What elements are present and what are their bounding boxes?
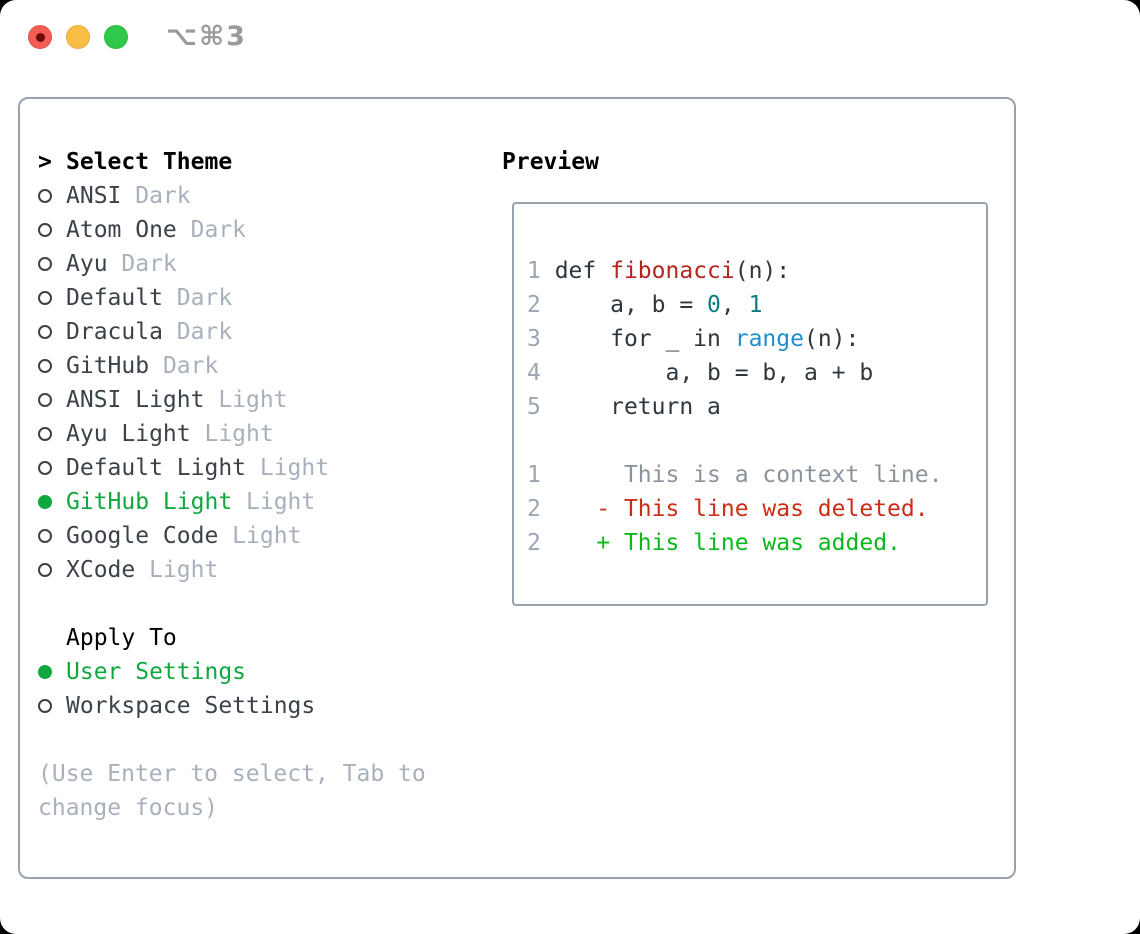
minimize-button[interactable]	[66, 25, 90, 49]
spacer	[38, 587, 488, 621]
option-label: Default	[66, 285, 163, 311]
code-line: 1 def fibonacci(n):	[527, 258, 791, 284]
help-text-line-2: change focus)	[38, 795, 219, 821]
apply-option-user-settings[interactable]: User Settings	[38, 655, 488, 689]
option-label: Google Code	[66, 523, 219, 549]
option-label: ANSI Light	[66, 387, 205, 413]
code-line: 5 return a	[527, 394, 721, 420]
option-variant-label: Light	[246, 455, 330, 481]
radio-unselected-icon	[38, 563, 52, 577]
select-theme-header: Select Theme	[66, 149, 233, 175]
theme-option-ansi-light[interactable]: ANSI Light Light	[38, 383, 488, 417]
theme-option-github[interactable]: GitHub Dark	[38, 349, 488, 383]
diff-line: 1 This is a context line.	[527, 462, 943, 488]
option-variant-label: Light	[135, 557, 219, 583]
radio-selected-icon	[38, 495, 52, 509]
selection-caret: >	[38, 149, 52, 175]
close-button[interactable]	[28, 25, 52, 49]
apply-to-header-row: Apply To	[38, 621, 488, 655]
radio-unselected-icon	[38, 223, 52, 237]
option-label: User Settings	[66, 659, 247, 685]
code-line: 4 a, b = b, a + b	[527, 360, 874, 386]
zoom-button[interactable]	[104, 25, 128, 49]
option-label: XCode	[66, 557, 136, 583]
line-number: 4	[527, 360, 541, 386]
option-label: ANSI	[66, 183, 122, 209]
spacer	[38, 723, 488, 757]
radio-unselected-icon	[38, 699, 52, 713]
radio-unselected-icon	[38, 359, 52, 373]
title-bar: ⌥⌘3	[0, 0, 1140, 80]
preview-box: 1 def fibonacci(n): 2 a, b = 0, 1 3 for _ …	[512, 202, 988, 606]
radio-unselected-icon	[38, 325, 52, 339]
line-number: 2	[527, 530, 541, 556]
radio-unselected-icon	[38, 257, 52, 271]
option-variant-label: Dark	[121, 183, 191, 209]
option-label: GitHub	[66, 353, 150, 379]
option-variant-label: Light	[232, 489, 316, 515]
option-label: GitHub Light	[66, 489, 233, 515]
radio-unselected-icon	[38, 393, 52, 407]
radio-unselected-icon	[38, 427, 52, 441]
line-number: 5	[527, 394, 541, 420]
option-label: Workspace Settings	[66, 693, 316, 719]
unsaved-changes-dot-icon	[35, 32, 45, 42]
theme-option-ansi[interactable]: ANSI Dark	[38, 179, 488, 213]
code-line: 3 for _ in range(n):	[527, 326, 860, 352]
option-label: Atom One	[66, 217, 177, 243]
theme-option-ayu-light[interactable]: Ayu Light Light	[38, 417, 488, 451]
option-variant-label: Dark	[162, 319, 233, 345]
theme-option-default[interactable]: Default Dark	[38, 281, 488, 315]
theme-option-xcode[interactable]: XCode Light	[38, 553, 488, 587]
option-label: Ayu	[66, 251, 108, 277]
option-variant-label: Dark	[149, 353, 219, 379]
radio-unselected-icon	[38, 291, 52, 305]
option-variant-label: Dark	[162, 285, 233, 311]
option-variant-label: Light	[190, 421, 274, 447]
option-label: Ayu Light	[66, 421, 191, 447]
diff-line: 2 - This line was deleted.	[527, 496, 929, 522]
option-variant-label: Dark	[107, 251, 177, 277]
apply-option-workspace-settings[interactable]: Workspace Settings	[38, 689, 488, 723]
help-text-line-1: (Use Enter to select, Tab to	[38, 761, 426, 787]
radio-selected-icon	[38, 665, 52, 679]
theme-option-github-light[interactable]: GitHub Light Light	[38, 485, 488, 519]
theme-option-google-code[interactable]: Google Code Light	[38, 519, 488, 553]
line-number: 3	[527, 326, 541, 352]
preview-code: 1 def fibonacci(n): 2 a, b = 0, 1 3 for _ …	[527, 254, 942, 560]
line-number: 2	[527, 496, 541, 522]
radio-unselected-icon	[38, 461, 52, 475]
option-variant-label: Light	[218, 523, 302, 549]
window-title: ⌥⌘3	[166, 21, 247, 52]
select-theme-header-row: > Select Theme	[38, 145, 488, 179]
spacer	[527, 424, 942, 458]
theme-option-ayu[interactable]: Ayu Dark	[38, 247, 488, 281]
option-variant-label: Dark	[176, 217, 247, 243]
diff-line: 2 + This line was added.	[527, 530, 901, 556]
theme-option-atom-one[interactable]: Atom One Dark	[38, 213, 488, 247]
option-variant-label: Light	[204, 387, 288, 413]
apply-to-header: Apply To	[66, 625, 177, 651]
theme-option-default-light[interactable]: Default Light Light	[38, 451, 488, 485]
line-number: 1	[527, 462, 541, 488]
theme-option-dracula[interactable]: Dracula Dark	[38, 315, 488, 349]
option-label: Dracula	[66, 319, 163, 345]
option-label: Default Light	[66, 455, 247, 481]
preview-header: Preview	[502, 149, 599, 175]
code-line: 2 a, b = 0, 1	[527, 292, 763, 318]
line-number: 2	[527, 292, 541, 318]
radio-unselected-icon	[38, 189, 52, 203]
line-number: 1	[527, 258, 541, 284]
radio-unselected-icon	[38, 529, 52, 543]
